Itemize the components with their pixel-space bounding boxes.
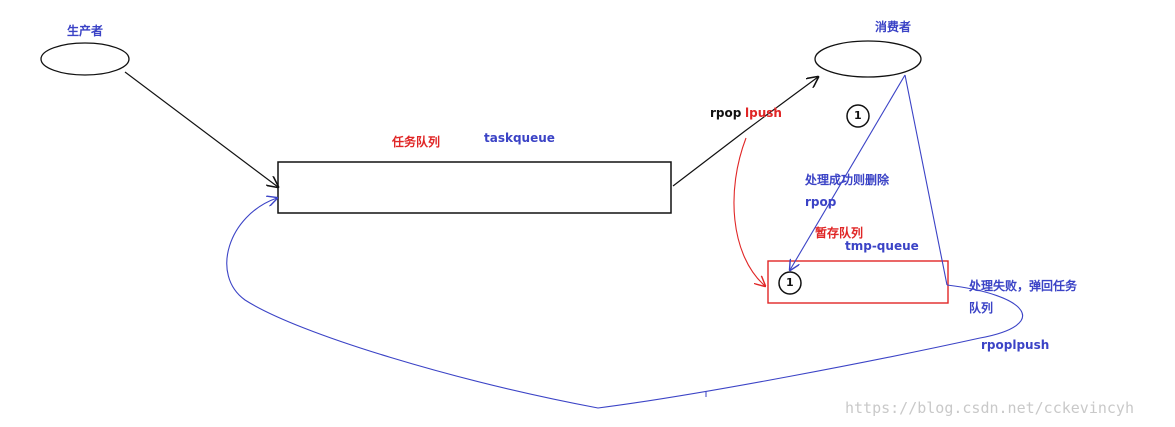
- producer-to-queue-edge: [124, 71, 278, 187]
- rpop-label: rpop: [710, 106, 742, 120]
- tmp-queue-name-label: tmp-queue: [845, 239, 919, 253]
- consumer-node: [814, 40, 922, 78]
- success-cmd-label: rpop: [805, 195, 837, 209]
- step-marker-box-label: 1: [786, 276, 794, 289]
- tmp-queue-cn-label: 暂存队列: [815, 226, 864, 240]
- queue-to-consumer-edge: [672, 77, 818, 187]
- task-queue-name-label: taskqueue: [484, 131, 555, 145]
- producer-label: 生产者: [67, 24, 104, 38]
- producer-node: [40, 42, 130, 76]
- task-queue-box: [277, 161, 672, 214]
- consumer-label: 消费者: [875, 20, 912, 34]
- success-text-label: 处理成功则删除: [805, 173, 890, 187]
- task-queue-cn-label: 任务队列: [392, 135, 441, 149]
- step-marker-top: [846, 104, 870, 128]
- success-edge: [790, 74, 906, 270]
- step-marker-top-label: 1: [854, 109, 862, 122]
- rpoplpush-return-edge: [226, 198, 1024, 409]
- step-marker-box: [778, 271, 802, 295]
- lpush-label: lpush: [745, 106, 782, 120]
- fail-text-label-line2: 队列: [969, 301, 994, 315]
- rpoplpush-label: rpoplpush: [981, 338, 1050, 352]
- fail-text-label-line1: 处理失败，弹回任务: [969, 279, 1078, 293]
- lpush-edge: [733, 137, 765, 286]
- fail-edge-down: [904, 74, 948, 286]
- watermark-text: https://blog.csdn.net/cckevincyh: [845, 399, 1134, 417]
